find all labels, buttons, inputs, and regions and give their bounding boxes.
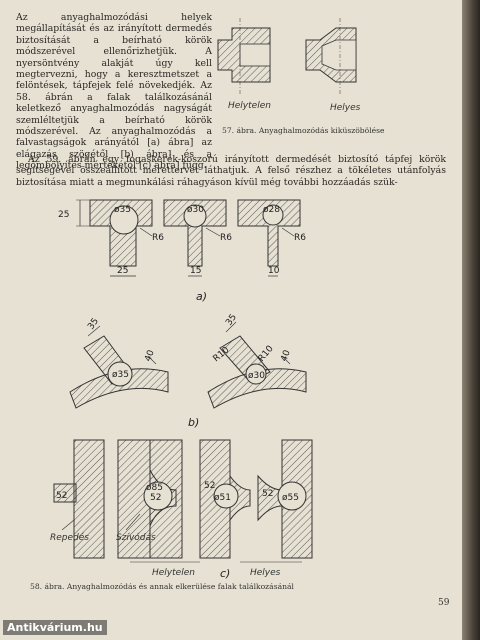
fig57-drawing: Helytelen Helyes	[217, 18, 361, 113]
fig58b-wall-side-1: 40	[143, 349, 156, 363]
fig58c-dim-left: 52	[56, 491, 67, 501]
fig58c-label-szivodas: Szívódás	[116, 532, 156, 543]
fig58-caption: 58. ábra. Anyaghalmozódás és annak elker…	[30, 582, 294, 591]
fig58-sub-c: c)	[220, 567, 230, 580]
fig58a-height-dim: 25	[58, 210, 69, 220]
fig58b-drawing	[69, 321, 307, 409]
fig58-sub-a: a)	[196, 290, 207, 303]
fig58c-label-repedes: Repedés	[50, 532, 89, 543]
fig58a-radius-2: R6	[220, 233, 232, 243]
fig57-label-right: Helyes	[330, 103, 361, 113]
fig58b-wall-top-1: 35	[86, 317, 101, 332]
fig58b-wall-side-2: 40	[279, 349, 292, 363]
book-spine	[462, 0, 480, 640]
figures-svg: Helytelen Helyes 25	[50, 18, 361, 580]
fig58c-circle-2: ø51	[214, 493, 231, 503]
fig58c-circle-1: ø85	[146, 483, 163, 493]
book-page: Az anyaghalmozódási helyek megállapításá…	[0, 0, 462, 640]
fig58b-wall-top-2: 35	[224, 313, 239, 328]
fig58-sub-b: b)	[188, 416, 199, 429]
paragraph-1: Az anyaghalmozódási helyek megállapításá…	[16, 12, 212, 172]
fig58c-label-right: Helyes	[250, 568, 281, 578]
fig58c-label-wrong: Helytelen	[152, 568, 195, 578]
page-number: 59	[438, 598, 450, 608]
fig58a-circle-2: ø30	[187, 205, 204, 215]
paragraph-2: Az 59. ábrán egy fogaskerék-koszorú irán…	[16, 154, 446, 188]
fig58a-width-2: 15	[190, 266, 201, 276]
fig58c-dim-2: 52	[204, 481, 215, 491]
fig58c-circle-3: ø55	[282, 493, 299, 503]
fig58a-width-3: 10	[268, 266, 280, 276]
fig58a-circle-1: ø35	[114, 205, 131, 215]
fig58a-width-1: 25	[117, 266, 128, 276]
fig58c-drawing	[53, 439, 313, 563]
fig58b-r2: R10	[257, 344, 276, 364]
fig58b-circle-2: ø30	[248, 371, 265, 381]
fig58c-dim-3: 52	[262, 489, 273, 499]
fig57-caption: 57. ábra. Anyaghalmozódás kiküszöbölése	[222, 126, 385, 135]
fig58b-circle-1: ø35	[112, 370, 129, 380]
fig58c-dim-1: 52	[150, 493, 161, 503]
fig58a-radius-1: R6	[152, 233, 164, 243]
fig58a-circle-3: ø28	[263, 205, 280, 215]
fig58a-radius-3: R6	[294, 233, 306, 243]
watermark: Antikvárium.hu	[3, 620, 107, 635]
fig57-label-wrong: Helytelen	[228, 101, 271, 111]
fig58a-drawing	[76, 199, 301, 277]
